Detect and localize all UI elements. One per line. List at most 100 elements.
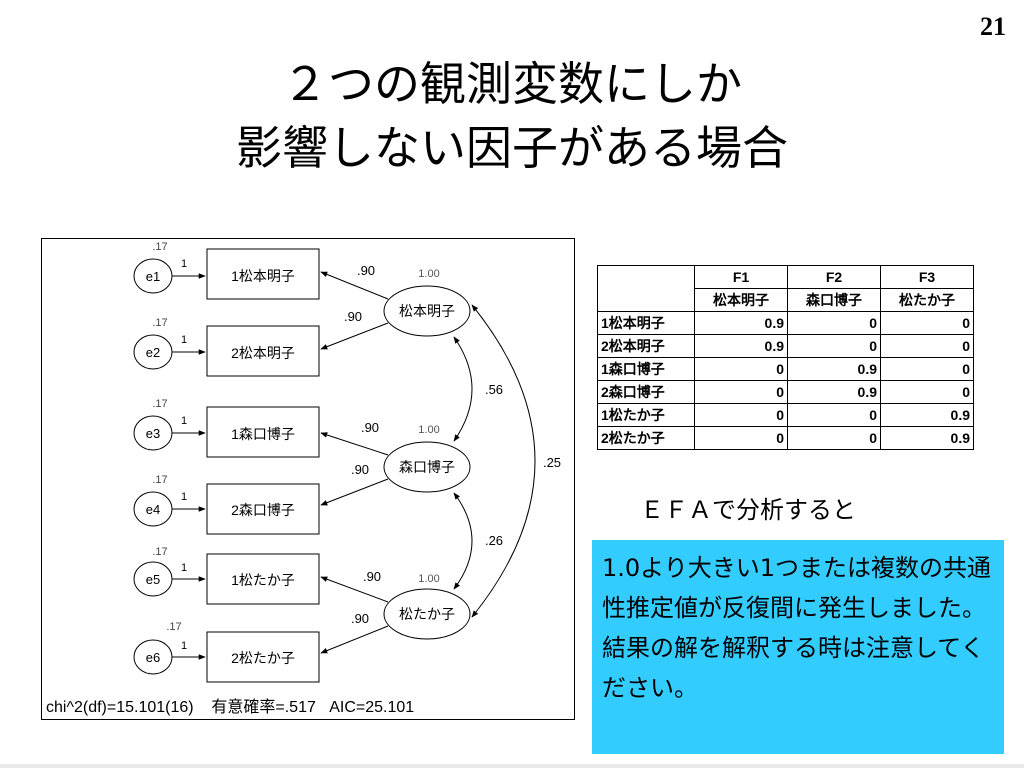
table-cell: 0 [694, 403, 788, 427]
table-cell: 0 [880, 380, 974, 404]
row-label: 1松たか子 [597, 403, 695, 427]
correlation-f2-f3: .26 [453, 492, 503, 590]
error-node-e3: e3 .17 1 [133, 398, 187, 451]
row-label: 1松本明子 [597, 311, 695, 335]
table-row: 1松たか子 0 0 0.9 [597, 403, 974, 427]
table-row: 1松本明子 0.9 0 0 [597, 311, 974, 335]
loading-label: .90 [361, 420, 379, 435]
loading-label: .90 [344, 309, 362, 324]
error-label: e6 [146, 650, 160, 665]
factor-variance: 1.00 [418, 268, 439, 280]
table-cell: 0 [787, 311, 881, 335]
observed-node-1: 1松本明子 [206, 248, 320, 300]
error-variance: .17 [166, 621, 181, 633]
table-cell: 0 [880, 311, 974, 335]
observed-node-4: 2森口博子 [206, 483, 320, 535]
table-cell: 0 [694, 426, 788, 450]
loading-label: .90 [351, 611, 369, 626]
table-cell: 0 [880, 357, 974, 381]
column-subheader-f1: 松本明子 [694, 288, 788, 312]
observed-label: 2松たか子 [231, 650, 295, 666]
correlation-f1-f2: .56 [453, 336, 503, 442]
observed-label: 1森口博子 [231, 426, 295, 442]
table-cell: 0 [787, 334, 881, 358]
page-number: 21 [980, 12, 1006, 41]
error-path-weight: 1 [181, 334, 187, 346]
factor-node-1: 松本明子 1.00 .90 .90 [344, 263, 471, 337]
factor-variance: 1.00 [418, 424, 439, 436]
row-label: 2松本明子 [597, 334, 695, 358]
error-node-e4: e4 .17 1 [133, 474, 187, 527]
error-path-weight: 1 [181, 415, 187, 427]
table-cell: 0.9 [787, 357, 881, 381]
error-path-weight: 1 [181, 640, 187, 652]
observed-node-6: 2松たか子 [206, 631, 320, 683]
column-subheader-f2: 森口博子 [787, 288, 881, 312]
error-variance: .17 [152, 474, 167, 486]
table-cell: 0 [694, 357, 788, 381]
error-variance: .17 [152, 546, 167, 558]
observed-label: 1松たか子 [231, 572, 295, 588]
table-cell: 0.9 [880, 403, 974, 427]
observed-label: 2森口博子 [231, 502, 295, 518]
corner-cell [597, 265, 695, 312]
warning-note-box: 1.0より大きい1つまたは複数の共通性推定値が反復間に発生しました。結果の解を解… [592, 540, 1004, 754]
error-label: e2 [146, 345, 160, 360]
table-cell: 0 [787, 426, 881, 450]
slide-title: ２つの観測変数にしか 影響しない因子がある場合 [0, 52, 1024, 180]
error-variance: .17 [152, 317, 167, 329]
loading-label: .90 [357, 263, 375, 278]
observed-node-5: 1松たか子 [206, 553, 320, 605]
column-header-f2: F2 [787, 265, 881, 289]
table-subheader-row: 松本明子 森口博子 松たか子 [598, 288, 974, 312]
table-cell: 0 [880, 334, 974, 358]
error-node-e2: e2 .17 1 [133, 317, 187, 370]
bottom-divider [0, 764, 1024, 768]
table-cell: 0.9 [880, 426, 974, 450]
error-label: e3 [146, 426, 160, 441]
error-path-weight: 1 [181, 491, 187, 503]
error-label: e1 [146, 269, 160, 284]
error-variance: .17 [152, 241, 167, 253]
table-row: 2松本明子 0.9 0 0 [597, 334, 974, 358]
table-cell: 0 [694, 380, 788, 404]
error-node-e5: e5 .17 1 [133, 546, 187, 597]
row-label: 2森口博子 [597, 380, 695, 404]
correlation-label: .26 [485, 533, 503, 548]
row-label: 1森口博子 [597, 357, 695, 381]
table-cell: 0.9 [694, 311, 788, 335]
table-cell: 0 [787, 403, 881, 427]
error-variance: .17 [152, 398, 167, 410]
table-row: 1森口博子 0 0.9 0 [597, 357, 974, 381]
table-row: 2森口博子 0 0.9 0 [597, 380, 974, 404]
column-subheader-f3: 松たか子 [880, 288, 974, 312]
factor-label: 森口博子 [399, 459, 455, 475]
table-row: 2松たか子 0 0 0.9 [597, 426, 974, 450]
efa-caption: ＥＦＡで分析すると [640, 496, 856, 524]
factor-label: 松本明子 [399, 303, 455, 319]
correlation-f1-f3: .25 [471, 304, 561, 618]
table-cell: 0.9 [694, 334, 788, 358]
observed-label: 1松本明子 [231, 268, 295, 284]
row-label: 2松たか子 [597, 426, 695, 450]
loading-label: .90 [351, 462, 369, 477]
error-node-e1: e1 .17 1 [133, 241, 187, 294]
table-header-row: F1 F2 F3 [597, 265, 974, 312]
error-node-e6: e6 .17 1 [133, 621, 187, 675]
factor-node-3: 松たか子 1.00 .90 .90 [351, 569, 471, 640]
factor-label: 松たか子 [399, 606, 455, 622]
title-line-2: 影響しない因子がある場合 [236, 121, 788, 175]
title-line-1: ２つの観測変数にしか [282, 57, 742, 111]
observed-node-3: 1森口博子 [206, 406, 320, 458]
observed-node-2: 2松本明子 [206, 325, 320, 377]
error-label: e5 [146, 572, 160, 587]
efa-loadings-table: F1 F2 F3 松本明子 森口博子 松たか子 1松本明子 0.9 0 0 2松… [597, 265, 974, 450]
error-path-weight: 1 [181, 562, 187, 574]
observed-label: 2松本明子 [231, 345, 295, 361]
factor-variance: 1.00 [418, 573, 439, 585]
correlation-label: .25 [543, 455, 561, 470]
factor-node-2: 森口博子 1.00 .90 .90 [351, 420, 471, 493]
error-path-weight: 1 [181, 258, 187, 270]
loading-label: .90 [363, 569, 381, 584]
table-cell: 0.9 [787, 380, 881, 404]
